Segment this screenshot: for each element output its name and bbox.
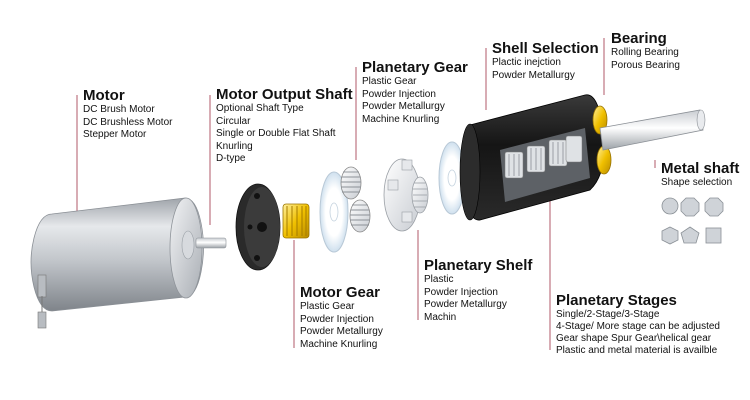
label-planetary-stages: Planetary Stages Single/2-Stage/3-Stage … — [556, 292, 720, 357]
label-planetary-shelf: Planetary Shelf Plastic Powder Injection… — [424, 257, 532, 324]
label-line: Powder Metallurgy — [492, 69, 575, 81]
label-bearing: Bearing Rolling Bearing Porous Bearing — [611, 30, 680, 72]
leader-lines — [76, 38, 656, 350]
label-line: Machin — [424, 311, 457, 323]
label-line: Powder Injection — [300, 313, 374, 325]
label-line: Porous Bearing — [611, 59, 680, 71]
label-title: Planetary Shelf — [424, 257, 533, 274]
label-motor-gear: Motor Gear Plastic Gear Powder Injection… — [300, 284, 383, 351]
label-line: Circular — [216, 115, 251, 127]
label-line: Stepper Motor — [83, 129, 147, 140]
shape-circle-icon — [661, 197, 679, 215]
label-motor-output-shaft: Motor Output Shaft Optional Shaft Type C… — [216, 86, 353, 166]
label-title: Planetary Stages — [556, 292, 677, 309]
label-line: Single/2-Stage/3-Stage — [556, 309, 660, 320]
label-line: DC Brush Motor — [83, 104, 155, 115]
label-title: Planetary Gear — [362, 59, 468, 76]
shape-octagon-icon-2 — [704, 197, 724, 217]
label-line: Powder Metallurgy — [424, 299, 507, 310]
label-line: Plastic — [424, 274, 454, 285]
label-line: Knurling — [216, 140, 253, 152]
label-title: Motor — [83, 87, 125, 104]
label-line: Optional Shaft Type — [216, 103, 304, 114]
label-title: Motor Gear — [300, 284, 381, 301]
label-line: Plastic Gear — [362, 76, 417, 87]
label-line: Machine Knurling — [300, 338, 378, 350]
label-motor: Motor DC Brush Motor DC Brushless Motor … — [83, 87, 172, 142]
label-line: 4-Stage/ More stage can be adjusted — [556, 321, 720, 332]
label-line: Plastic and metal material is availble — [556, 345, 718, 356]
label-shell-selection: Shell Selection Plactic inejction Powder… — [492, 40, 599, 82]
motor-gear — [282, 203, 310, 239]
label-metal-shaft: Metal shaft Shape selection — [661, 160, 739, 190]
shape-hexagon-icon — [661, 226, 679, 245]
label-line: Gear shape Spur Gear\helical gear — [556, 333, 712, 344]
label-line: Powder Metallurgy — [300, 326, 383, 337]
label-title: Bearing — [611, 30, 667, 47]
label-title: Motor Output Shaft — [216, 86, 353, 103]
gearbox-shell — [459, 94, 605, 221]
label-title: Metal shaft — [661, 160, 740, 177]
shape-octagon-icon — [680, 197, 700, 217]
planetary-gears — [340, 166, 371, 233]
label-line: Plastic Gear — [300, 301, 355, 312]
label-line: Rolling Bearing — [611, 47, 679, 58]
label-line: DC Brushless Motor — [83, 116, 173, 128]
label-line: Powder Injection — [424, 286, 498, 298]
shape-square-icon — [705, 227, 722, 244]
label-line: Machine Knurling — [362, 113, 440, 125]
label-line: Single or Double Flat Shaft — [216, 128, 336, 139]
label-line: Plactic inejction — [492, 57, 561, 68]
label-line: Powder Metallurgy — [362, 101, 445, 112]
motor-can — [30, 197, 227, 329]
label-planetary-gear: Planetary Gear Plastic Gear Powder Injec… — [362, 59, 468, 126]
shape-pentagon-icon — [680, 226, 700, 244]
output-shaft — [599, 109, 706, 151]
shaft-shape-icons — [661, 197, 724, 245]
label-title: Shell Selection — [492, 40, 599, 57]
label-line: Shape selection — [661, 177, 733, 188]
label-line: D-type — [216, 153, 246, 164]
washer-disc — [319, 171, 349, 253]
planetary-shelf — [383, 158, 429, 232]
motor-mount-disc — [235, 183, 281, 271]
washer-disc-2 — [438, 141, 466, 215]
label-line: Powder Injection — [362, 88, 436, 100]
